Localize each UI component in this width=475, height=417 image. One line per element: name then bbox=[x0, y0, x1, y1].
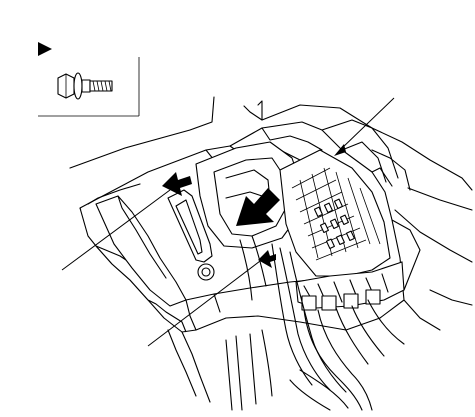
arrow-center-large bbox=[236, 188, 280, 226]
fuse-slots bbox=[313, 198, 355, 250]
leader-line-left bbox=[61, 189, 171, 271]
dash-panel-outline bbox=[69, 96, 473, 306]
triangle-marker-icon bbox=[38, 42, 52, 56]
bracket-lines bbox=[167, 119, 441, 403]
wire-harness bbox=[225, 235, 405, 411]
flange-bolt-icon bbox=[57, 72, 113, 100]
arrow-lower bbox=[258, 250, 276, 268]
mounting-hole bbox=[197, 263, 215, 281]
mounting-slot bbox=[167, 189, 213, 263]
leader-arrowhead-right bbox=[334, 144, 346, 156]
leader-line-bottom bbox=[147, 257, 265, 347]
leader-line-right bbox=[339, 97, 395, 151]
legend-box bbox=[38, 42, 140, 117]
arrow-upper-left bbox=[162, 172, 192, 196]
fuse-array bbox=[279, 149, 391, 277]
harness-connectors bbox=[295, 261, 405, 311]
leader-lines bbox=[61, 97, 395, 347]
